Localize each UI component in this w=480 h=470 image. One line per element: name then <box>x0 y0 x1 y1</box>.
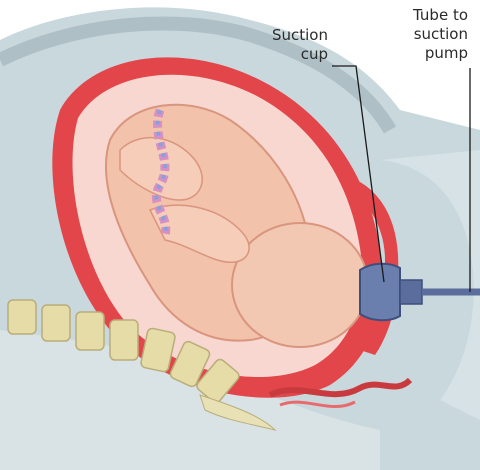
suction-cup-neck <box>400 280 422 304</box>
tube-label-line3: pump <box>368 44 468 63</box>
tube-label-line1: Tube to <box>368 6 468 25</box>
suction-cup <box>360 264 400 321</box>
suction-cup-label-line1: Suction <box>228 26 328 45</box>
suction-cup-label-line2: cup <box>228 45 328 64</box>
tube-label: Tube to suction pump <box>368 6 468 63</box>
fetus-head <box>232 223 368 347</box>
suction-cup-label: Suction cup <box>228 26 328 64</box>
tube-label-line2: suction <box>368 25 468 44</box>
